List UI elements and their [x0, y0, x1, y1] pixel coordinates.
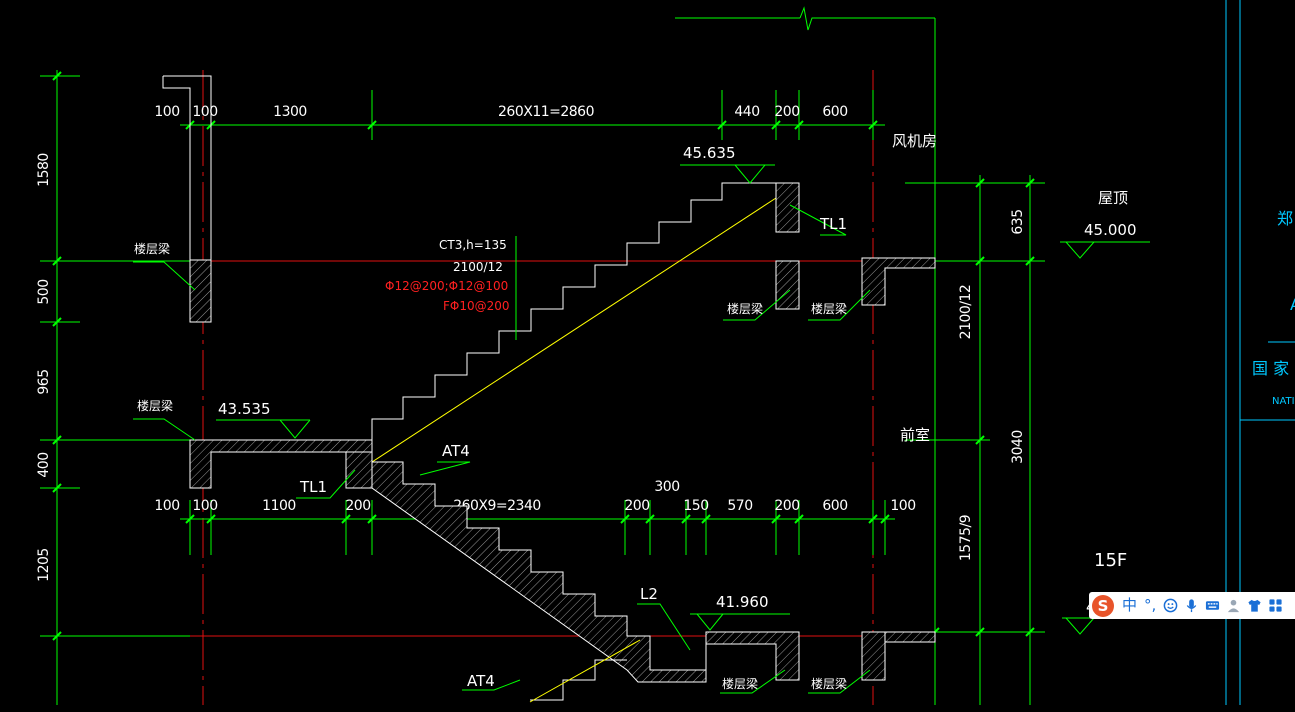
floor-beam-upper-left	[189, 259, 212, 323]
left-wall	[162, 75, 212, 323]
dim-top-1300: 1300	[273, 104, 307, 120]
label-at4-mid: AT4	[442, 442, 470, 460]
label-beam-2: 楼层梁	[137, 398, 173, 413]
title-char-zheng: 郑	[1277, 209, 1293, 228]
dim-bot-200c: 200	[774, 498, 799, 514]
title-a: A	[1290, 295, 1295, 314]
label-tl1-upper: TL1	[819, 215, 847, 233]
floor-beam-low-right	[861, 631, 886, 681]
dim-left-965: 965	[36, 369, 52, 394]
dim-bot-600: 600	[822, 498, 847, 514]
dim-bot-150: 150	[683, 498, 708, 514]
level-45000: 45.000	[1084, 221, 1137, 239]
dim-right-3040: 3040	[1010, 430, 1026, 464]
lower-flight	[371, 461, 936, 703]
dim-top-200: 200	[774, 104, 799, 120]
dim-left-400: 400	[36, 452, 52, 477]
ime-mode-chinese[interactable]: 中	[1122, 596, 1138, 614]
label-beam-6: 楼层梁	[811, 676, 847, 691]
label-at4-low: AT4	[467, 672, 495, 690]
beam-tl1-upper	[775, 182, 800, 233]
dim-bot-100c: 100	[890, 498, 915, 514]
stair-rebar-2: FΦ10@200	[443, 299, 510, 313]
label-roof: 屋顶	[1098, 189, 1128, 207]
label-beam-4: 楼层梁	[811, 301, 847, 316]
dim-bot-1100: 1100	[262, 498, 296, 514]
dim-top-100a: 100	[154, 104, 179, 120]
upper-flight	[371, 182, 936, 463]
dim-left-1205: 1205	[36, 548, 52, 582]
floor-beam-mid-right	[775, 260, 800, 310]
level-43535: 43.535	[218, 400, 271, 418]
dim-right-635: 635	[1010, 209, 1026, 234]
dim-bot-100a: 100	[154, 498, 179, 514]
top-dimension-row	[180, 90, 885, 140]
dim-top-600: 600	[822, 104, 847, 120]
bottom-dimension-row	[180, 500, 895, 555]
dim-bot-200b: 200	[624, 498, 649, 514]
left-dimension-chain	[40, 70, 190, 705]
label-15f: 15F	[1094, 550, 1127, 571]
label-fan-room: 风机房	[892, 132, 937, 150]
slab-right-upper	[861, 257, 936, 306]
leader-lines	[133, 204, 871, 694]
dim-left-500: 500	[36, 279, 52, 304]
level-45635: 45.635	[683, 144, 736, 162]
keyboard-icon[interactable]	[1205, 598, 1220, 613]
dim-top-treads: 260X11=2860	[498, 104, 594, 120]
stair-type: CT3,h=135	[439, 238, 507, 252]
dim-bot-treads: 260X9=2340	[453, 498, 541, 514]
sogou-logo-icon[interactable]: S	[1092, 594, 1114, 617]
level-markers	[216, 164, 1150, 635]
dim-bot-100b: 100	[192, 498, 217, 514]
dim-bot-200a: 200	[345, 498, 370, 514]
stair-rebar-1: Φ12@200;Φ12@100	[385, 279, 508, 293]
label-beam-3: 楼层梁	[727, 301, 763, 316]
mid-landing	[189, 439, 373, 489]
level-41960: 41.960	[716, 593, 769, 611]
label-beam-5: 楼层梁	[722, 676, 758, 691]
stair-steps: 2100/12	[453, 260, 503, 274]
user-icon[interactable]	[1226, 598, 1241, 613]
axis-lines	[190, 70, 935, 705]
mic-icon[interactable]	[1184, 598, 1199, 613]
dim-right-1575-9: 1575/9	[958, 515, 974, 561]
grid-icon[interactable]	[1268, 598, 1283, 613]
dim-top-440: 440	[734, 104, 759, 120]
label-beam-1: 楼层梁	[134, 241, 170, 256]
dim-top-100b: 100	[192, 104, 217, 120]
label-tl1-lower: TL1	[299, 478, 327, 496]
shirt-icon[interactable]	[1247, 598, 1262, 613]
label-l2: L2	[640, 585, 658, 603]
ime-toolbar[interactable]: S 中 °,	[1089, 592, 1295, 619]
ime-punctuation[interactable]: °,	[1144, 596, 1157, 614]
label-anteroom: 前室	[900, 426, 930, 444]
title-guojia: 国 家	[1252, 359, 1289, 378]
beam-tl1-lower	[345, 451, 373, 489]
dim-bot-570: 570	[727, 498, 752, 514]
dim-right-2100-12: 2100/12	[958, 285, 974, 340]
emoji-icon[interactable]	[1163, 598, 1178, 613]
dim-left-1580: 1580	[36, 153, 52, 187]
title-block	[1225, 0, 1295, 705]
title-natio: NATIO	[1272, 396, 1295, 407]
dim-bot-300: 300	[654, 479, 679, 495]
